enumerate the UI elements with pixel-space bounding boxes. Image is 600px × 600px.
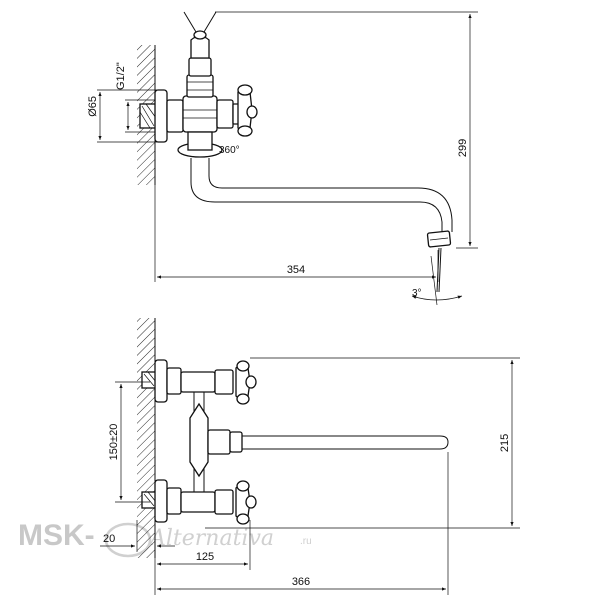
dim-depth-label: 215: [499, 434, 511, 452]
dim-diameter-label: Ø65: [87, 96, 99, 117]
dim-height-label: 299: [457, 139, 469, 157]
dim-length-label: 354: [287, 264, 305, 276]
dim-rotation-label: 360°: [219, 145, 240, 156]
dim-offset-label: 125: [196, 551, 214, 563]
dim-angle-label: 3°: [412, 288, 422, 299]
wall-hatch-bottom: [137, 318, 155, 558]
side-view: Ø65 G1/2" 36: [87, 11, 478, 306]
dim-total-label: 366: [292, 576, 310, 588]
top-view: 150±20 215 20 125 366: [100, 318, 520, 595]
watermark-suffix: .ru: [300, 536, 312, 547]
dim-spacing-label: 150±20: [108, 424, 120, 461]
watermark-brand: MSK-: [18, 519, 95, 552]
dim-wall-label: 20: [103, 533, 115, 545]
watermark-script: Alternativa: [148, 526, 274, 551]
watermark: MSK- Alternativa .ru: [18, 519, 312, 558]
dim-thread-label: G1/2": [115, 62, 127, 90]
